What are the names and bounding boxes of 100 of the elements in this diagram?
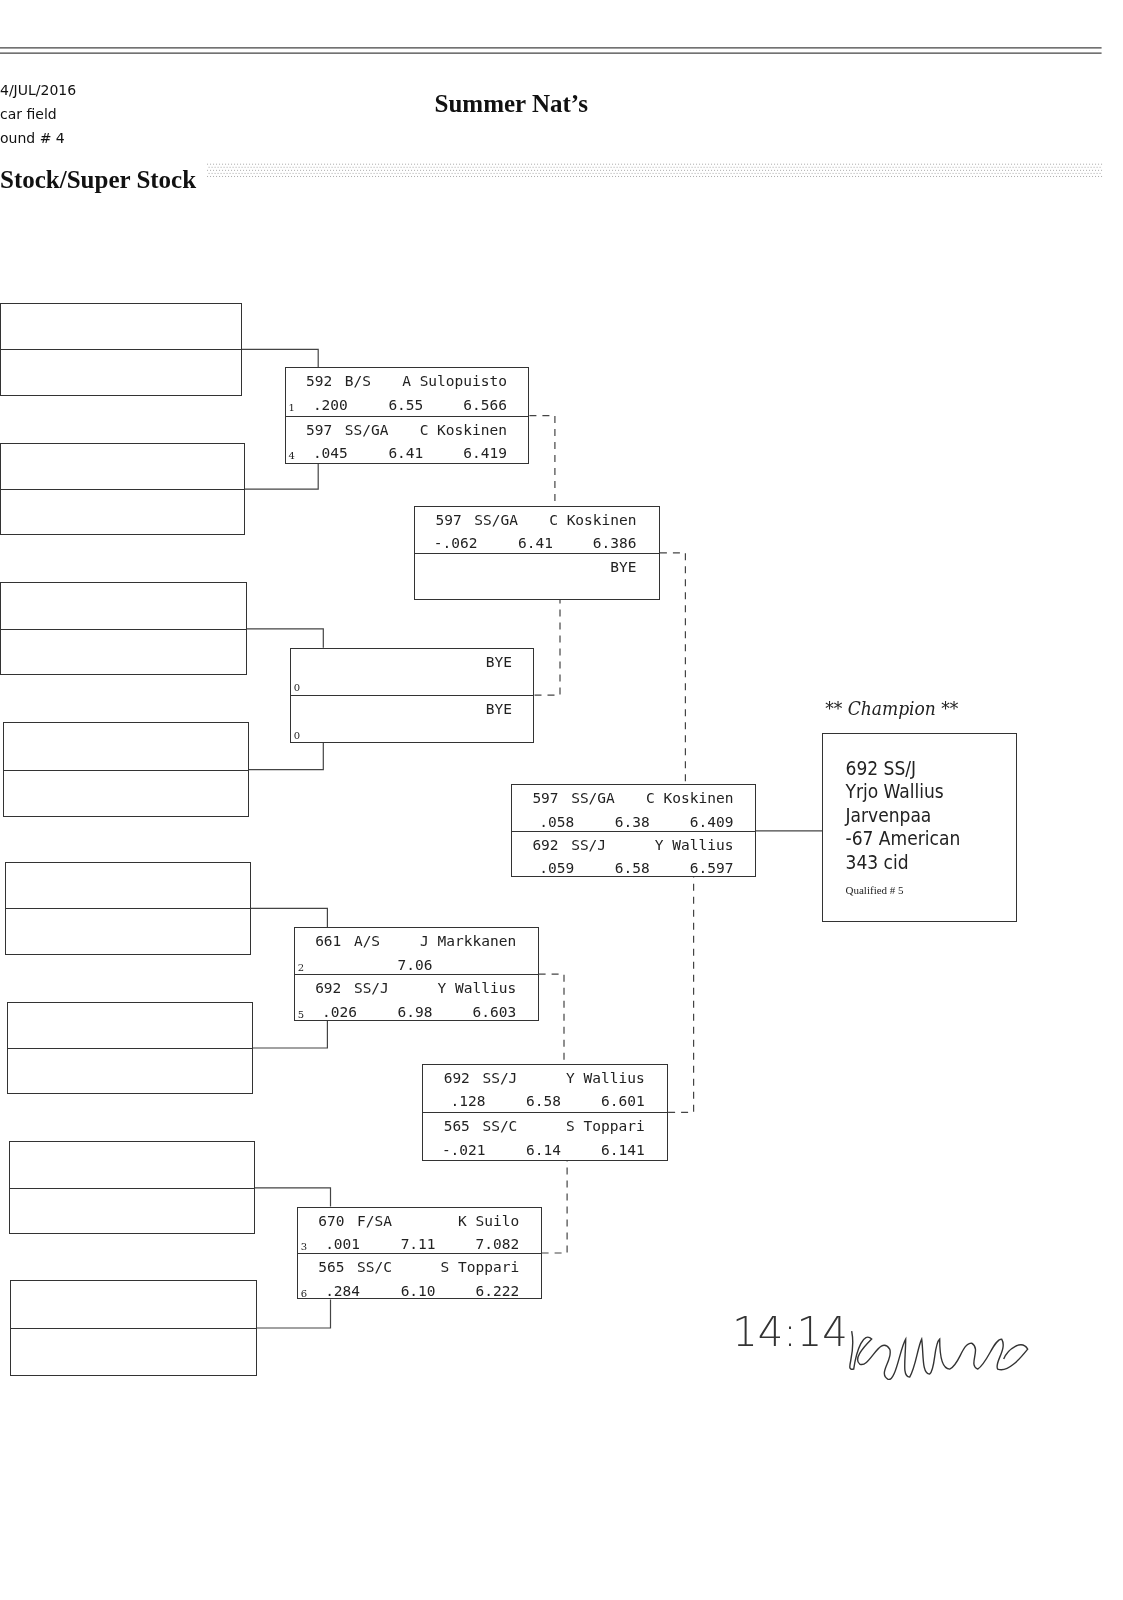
- driver-name: Y Wallius: [654, 835, 734, 854]
- lane-number: 0: [293, 681, 301, 696]
- match-box: [422, 1063, 669, 1161]
- car-class: SS/GA: [474, 511, 518, 529]
- driver-name: K Suilo: [458, 1211, 520, 1230]
- entry-box: [10, 1280, 257, 1376]
- car-class: B/S: [344, 372, 371, 391]
- entry-box: [0, 582, 247, 676]
- bracket-line: [244, 463, 319, 490]
- car-class: A/S: [353, 932, 381, 951]
- car-number: 597: [305, 420, 333, 439]
- bracket-line: [254, 1187, 332, 1208]
- reaction-time: .045: [312, 444, 348, 463]
- car-class: SS/C: [482, 1117, 518, 1136]
- driver-name: BYE: [485, 700, 513, 719]
- entry-box: [9, 1141, 255, 1235]
- driver-name: J Markkanen: [420, 932, 517, 951]
- reaction-time: .200: [312, 395, 348, 414]
- dial-in-time: 7.06: [397, 955, 433, 974]
- bracket-line: [533, 599, 561, 696]
- dial-in-time: 6.41: [388, 444, 424, 463]
- reaction-time: .284: [325, 1281, 361, 1300]
- driver-name: Yrjo Wallius: [845, 780, 944, 803]
- dial-in-time: 6.58: [614, 859, 650, 878]
- driver-name: C Koskinen: [419, 420, 507, 439]
- dial-in-time: 6.10: [400, 1281, 436, 1300]
- lane-number: 5: [297, 1007, 305, 1022]
- dial-in-time: 6.38: [614, 812, 650, 831]
- reaction-time: -.062: [433, 534, 478, 553]
- entry-box: [0, 442, 245, 536]
- bracket-line: [250, 907, 328, 928]
- dial-in-time: 6.14: [526, 1140, 561, 1159]
- car-number: 597: [532, 789, 559, 808]
- driver-name: C Koskinen: [646, 789, 734, 808]
- match-box: [284, 367, 530, 465]
- dial-in-time: 6.55: [388, 395, 424, 414]
- bracket-line: [248, 741, 324, 771]
- elapsed-time: 7.082: [475, 1235, 520, 1254]
- match-box: [511, 784, 756, 878]
- car-number: 565: [443, 1117, 470, 1136]
- reaction-time: .128: [450, 1092, 486, 1111]
- dial-in-time: 6.41: [517, 534, 553, 553]
- reaction-time: .026: [322, 1002, 357, 1021]
- driver-name: S Toppari: [566, 1117, 645, 1136]
- car-class: SS/C: [356, 1258, 392, 1277]
- reaction-time: .058: [539, 812, 575, 831]
- car-class: SS/GA: [571, 789, 615, 808]
- car-number: 592: [305, 372, 333, 391]
- field-size: car field: [0, 106, 57, 123]
- car-class: SS/J: [482, 1068, 518, 1087]
- driver-name: Y Wallius: [437, 979, 517, 998]
- car-model: -67 American: [845, 827, 961, 850]
- hometown: Jarvenpaa: [845, 803, 932, 826]
- lane-number: 3: [300, 1240, 308, 1255]
- car-class: F/SA: [356, 1211, 392, 1230]
- entry-box: [3, 722, 249, 817]
- car-number: 692: [315, 979, 342, 998]
- lane-number: 0: [293, 728, 301, 743]
- elapsed-time: 6.222: [475, 1281, 520, 1300]
- bracket-line: [246, 628, 324, 649]
- car-class: SS/J: [571, 835, 607, 854]
- car-entry: 692 SS/J: [845, 756, 917, 779]
- match-box: [289, 647, 535, 743]
- champion-heading: ** Champion **: [825, 696, 959, 719]
- entry-box: [7, 1001, 253, 1095]
- car-number: 692: [532, 835, 559, 854]
- car-number: 565: [318, 1258, 345, 1277]
- reaction-time: .059: [539, 859, 575, 878]
- car-class: SS/GA: [344, 420, 389, 439]
- elapsed-time: 6.141: [601, 1140, 645, 1159]
- elapsed-time: 6.409: [689, 812, 734, 831]
- elapsed-time: 6.601: [601, 1092, 645, 1111]
- car-class: SS/J: [353, 979, 389, 998]
- match-box: [296, 1206, 542, 1300]
- lane-number: 1: [288, 400, 295, 415]
- driver-name: BYE: [610, 557, 637, 576]
- reaction-time: .001: [325, 1235, 361, 1254]
- bracket-line: [241, 348, 319, 368]
- car-number: 670: [318, 1211, 345, 1230]
- elapsed-time: 6.566: [463, 395, 507, 414]
- time-note: 14:14: [732, 1308, 848, 1355]
- elapsed-time: 6.597: [689, 859, 734, 878]
- lane-number: 6: [300, 1286, 308, 1301]
- qualifying-note: Qualified # 5: [845, 883, 904, 899]
- car-number: 661: [315, 932, 342, 951]
- entry-box: [5, 861, 251, 955]
- dial-in-time: 7.11: [400, 1235, 436, 1254]
- driver-name: BYE: [485, 652, 513, 671]
- elapsed-time: 6.386: [592, 534, 637, 553]
- elapsed-time: 6.603: [472, 1002, 517, 1021]
- bracket-line: [252, 1020, 328, 1049]
- driver-name: C Koskinen: [549, 511, 637, 529]
- title: Summer Nat’s: [434, 89, 588, 118]
- lane-number: 4: [288, 449, 295, 464]
- car-number: 692: [443, 1068, 470, 1087]
- elapsed-time: 6.419: [463, 444, 507, 463]
- class-heading: Stock/Super Stock: [0, 166, 197, 195]
- dial-in-time: 6.58: [526, 1092, 561, 1111]
- driver-name: A Sulopuisto: [402, 372, 507, 391]
- bracket-line: [755, 830, 823, 832]
